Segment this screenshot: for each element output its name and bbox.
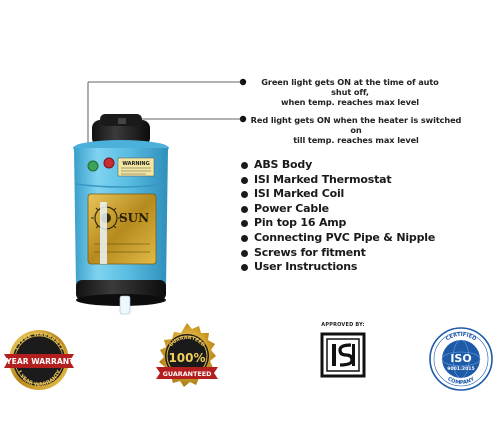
water-heater-image: WARNING SUN: [73, 114, 169, 315]
water-nozzle: [119, 295, 131, 315]
bullet-icon: [241, 264, 248, 272]
isi-approved-label: APPROVED BY:: [321, 322, 365, 328]
iso-badge: CERTIFIED COMPANY ISO 9001:2015: [429, 327, 493, 391]
isi-badge: APPROVED BY:: [318, 322, 368, 382]
brand-panel: SUN: [87, 193, 157, 265]
red-light-callout-line2: till temp. reaches max level: [293, 135, 419, 145]
list-item: Power Cable: [240, 202, 435, 217]
iso-number: 9001:2015: [447, 366, 474, 372]
svg-text:CERTIFIED: CERTIFIED: [445, 332, 478, 343]
features-list: ABS Body ISI Marked Thermostat ISI Marke…: [240, 158, 435, 275]
bullet-icon: [241, 162, 248, 169]
guarantee-ribbon-text: GUARANTEED: [163, 370, 212, 378]
list-item: User Instructions: [240, 260, 435, 275]
green-light-callout: Green light gets ON at the time of auto …: [250, 77, 450, 107]
bullet-icon: [241, 249, 248, 257]
green-light-callout-line2: when temp. reaches max level: [281, 97, 419, 107]
iso-arc-bottom: COMPANY: [446, 376, 475, 386]
heater-top-cap: [92, 120, 150, 146]
list-item: ISI Marked Coil: [240, 187, 435, 202]
isi-mark-icon: [320, 332, 366, 378]
green-light-icon: [87, 160, 99, 172]
iso-arc-top: CERTIFIED: [445, 332, 478, 343]
guarantee-badge: GUARANTEED 100% GUARANTEED: [156, 323, 218, 387]
warranty-ribbon-text: 1 YEAR WARRANTY: [2, 357, 76, 366]
warning-label-text: WARNING: [122, 161, 149, 167]
bullet-icon: [241, 191, 248, 199]
warranty-badge: 1 YEAR WARRANTY 1 YEAR WARRANTY 1 YEAR W…: [2, 330, 76, 390]
list-item: Screws for fitment: [240, 246, 435, 261]
list-item: ABS Body: [240, 158, 435, 173]
list-item: Connecting PVC Pipe & Nipple: [240, 231, 435, 246]
green-light-callout-line1: Green light gets ON at the time of auto …: [261, 77, 439, 97]
list-item: ISI Marked Thermostat: [240, 173, 435, 188]
bullet-icon: [241, 220, 248, 228]
red-light-callout: Red light gets ON when the heater is swi…: [249, 115, 463, 145]
bullet-icon: [241, 176, 248, 184]
iso-globe-icon: [442, 340, 480, 378]
bullet-icon: [241, 234, 248, 242]
svg-text:COMPANY: COMPANY: [446, 376, 475, 386]
list-item: Pin top 16 Amp: [240, 216, 435, 231]
bullet-icon: [241, 205, 248, 213]
warning-label: WARNING: [117, 157, 155, 177]
iso-center-text: ISO: [450, 352, 471, 365]
red-light-icon: [103, 157, 115, 169]
red-light-callout-line1: Red light gets ON when the heater is swi…: [250, 115, 462, 135]
brand-name: SUN: [119, 211, 149, 225]
guarantee-percent: 100%: [168, 351, 205, 365]
side-pipe: [100, 202, 107, 264]
